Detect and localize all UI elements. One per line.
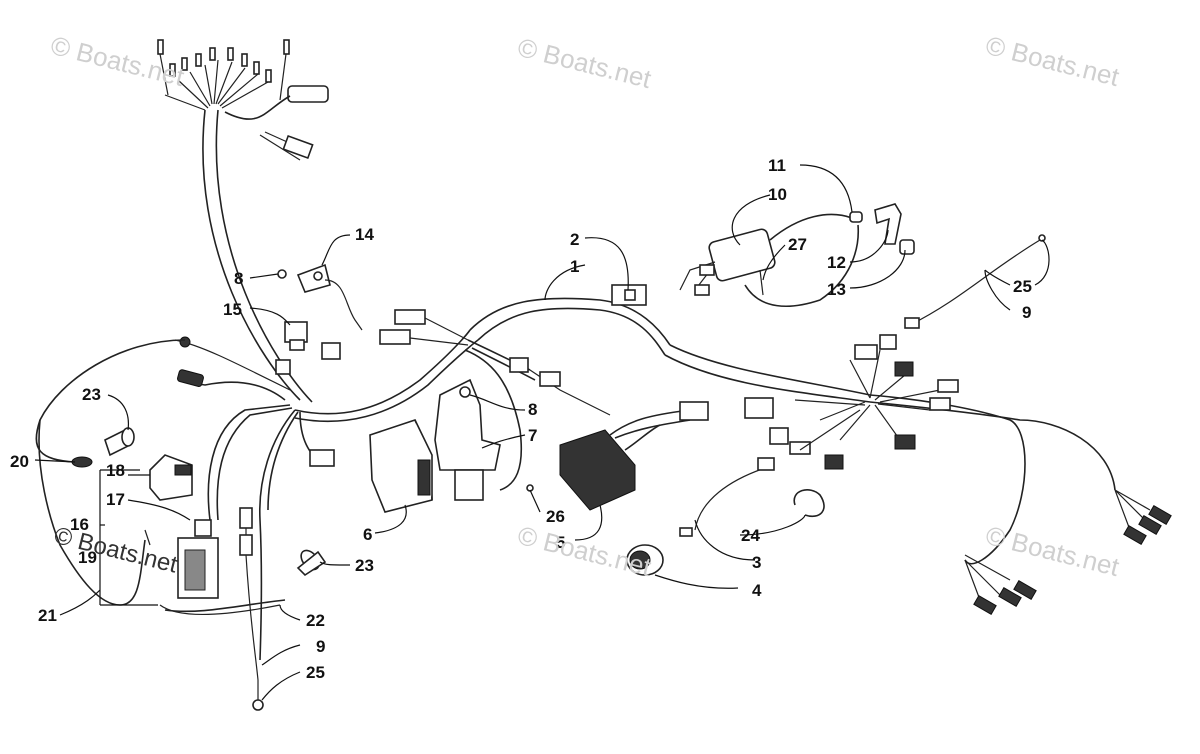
- callout-5: 5: [556, 533, 565, 552]
- callout-17: 17: [106, 490, 125, 509]
- connector-15: [275, 321, 341, 375]
- callout-4: 4: [752, 581, 762, 600]
- callout-8-upper: 8: [234, 269, 243, 288]
- ignition-coil-assembly: [679, 203, 915, 308]
- callout-labels: 1 2 3 4 5 6 7 8 8 9 9 10 11 12 13 14 15 …: [10, 156, 1032, 682]
- switch-bracket: [277, 263, 363, 331]
- callout-8-lower: 8: [528, 400, 537, 419]
- connector-plug: [679, 401, 709, 421]
- callout-24: 24: [741, 526, 760, 545]
- cap-seal: [899, 239, 915, 255]
- callout-9-bottom: 9: [316, 637, 325, 656]
- left-branches: [174, 336, 335, 711]
- callout-12: 12: [827, 253, 846, 272]
- key-switch: [626, 457, 775, 576]
- callout-2: 2: [570, 230, 579, 249]
- fuse-holder: [287, 85, 329, 103]
- callout-22: 22: [306, 611, 325, 630]
- callout-15: 15: [223, 300, 242, 319]
- connector-plug: [309, 449, 335, 467]
- connector-plug: [854, 344, 878, 360]
- callout-7: 7: [528, 426, 537, 445]
- callout-6: 6: [363, 525, 372, 544]
- boot: [849, 211, 863, 223]
- right-harness: [744, 334, 1172, 616]
- callout-3: 3: [752, 553, 761, 572]
- spark-plug-cap: [874, 203, 902, 245]
- upper-left-harness: [157, 39, 329, 403]
- callout-23-upper: 23: [82, 385, 101, 404]
- callout-9-right: 9: [1022, 303, 1031, 322]
- callout-1: 1: [570, 257, 579, 276]
- hose-clamp: [793, 489, 825, 517]
- callout-19: 19: [78, 548, 97, 567]
- callout-25-right: 25: [1013, 277, 1032, 296]
- callout-14: 14: [355, 225, 374, 244]
- callout-11: 11: [768, 156, 786, 175]
- screw: [277, 269, 287, 279]
- callout-25-bottom: 25: [306, 663, 325, 682]
- connector-plug: [879, 334, 897, 350]
- callout-13: 13: [827, 280, 846, 299]
- terminal-ends: [157, 39, 290, 101]
- connector-plug: [394, 309, 426, 325]
- callout-21: 21: [38, 606, 57, 625]
- connector-block: [744, 397, 774, 419]
- ground-wire: [904, 234, 1046, 329]
- connector-plug: [282, 134, 314, 160]
- connector-plug: [379, 329, 411, 345]
- callout-27: 27: [788, 235, 807, 254]
- callout-10: 10: [768, 185, 787, 204]
- callout-16: 16: [70, 515, 89, 534]
- ignition-coil: [708, 228, 776, 282]
- callout-26: 26: [546, 507, 565, 526]
- ground-cable-20: [35, 339, 186, 606]
- relay-assembly: [99, 454, 286, 616]
- leader-lines: [34, 164, 1050, 701]
- relay-cover: [149, 454, 193, 501]
- cdi-module: [369, 419, 433, 513]
- voltage-regulator: [509, 357, 709, 511]
- bracket-7: [434, 378, 501, 471]
- callout-23-lower: 23: [355, 556, 374, 575]
- terminal-boot-23a: [104, 427, 135, 457]
- callout-18: 18: [106, 461, 125, 480]
- connector-block: [454, 469, 484, 501]
- callout-20: 20: [10, 452, 29, 471]
- ring-terminal: [252, 699, 264, 711]
